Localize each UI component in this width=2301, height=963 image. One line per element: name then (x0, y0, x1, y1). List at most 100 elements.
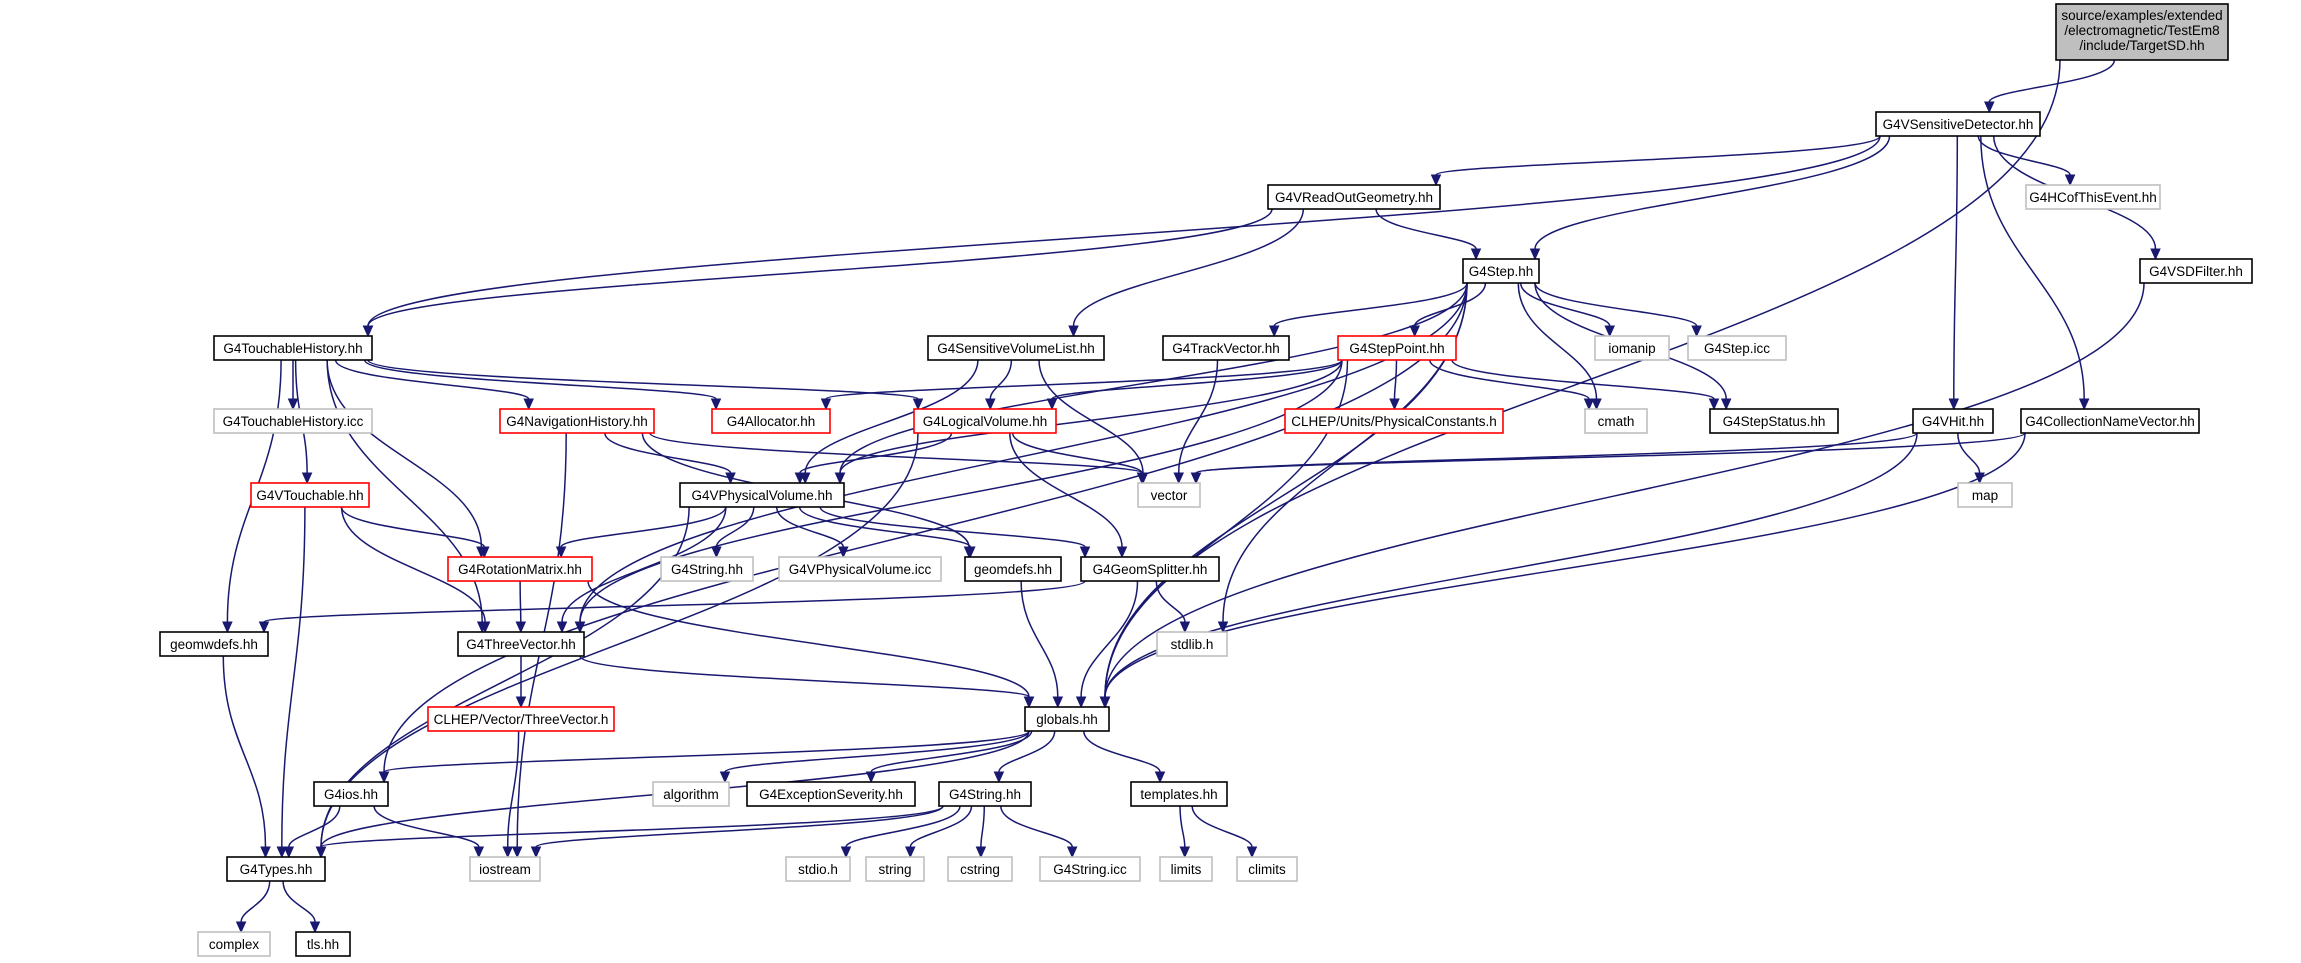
node-vhit[interactable]: G4VHit.hh (1912, 408, 1994, 434)
node-g4ios[interactable]: G4ios.hh (313, 781, 389, 807)
edge-steppoint-to-physconst (1389, 359, 1400, 411)
edge-line (649, 432, 1143, 474)
node-label: G4Types.hh (240, 862, 313, 877)
node-allocator[interactable]: G4Allocator.hh (711, 408, 831, 434)
node-label: complex (209, 937, 260, 952)
node-geomwdefs[interactable]: geomwdefs.hh (159, 631, 269, 657)
edge-g4string-to-g4types (315, 805, 944, 859)
node-trackvec[interactable]: G4TrackVector.hh (1162, 335, 1290, 361)
node-complex: complex (197, 931, 271, 957)
node-g4string[interactable]: G4String.hh (938, 781, 1032, 807)
node-box (159, 631, 269, 657)
edge-line (715, 506, 755, 548)
node-step[interactable]: G4Step.hh (1462, 258, 1540, 284)
node-physconst[interactable]: CLHEP/Units/PhysicalConstants.h (1284, 408, 1504, 434)
node-box (1267, 184, 1441, 210)
node-sdfilter[interactable]: G4VSDFilter.hh (2139, 258, 2253, 284)
edge-readout-to-sensvollist (1068, 208, 1305, 338)
edge-threevec-to-globals (579, 655, 1035, 709)
node-g4types[interactable]: G4Types.hh (226, 856, 326, 882)
edge-line (340, 506, 486, 548)
node-stdio: stdio.h (785, 856, 851, 882)
node-tls[interactable]: tls.hh (295, 931, 351, 957)
node-label: string (878, 862, 911, 877)
node-label: limits (1171, 862, 1202, 877)
node-box (1912, 408, 1994, 434)
node-box (1594, 335, 1670, 361)
node-iostream: iostream (469, 856, 541, 882)
node-sensvollist[interactable]: G4SensitiveVolumeList.hh (927, 335, 1105, 361)
node-collname[interactable]: G4CollectionNameVector.hh (2020, 408, 2200, 434)
edge-line (334, 359, 530, 400)
edge-line (561, 506, 727, 623)
edge-line (1195, 432, 2026, 474)
node-navhist[interactable]: G4NavigationHistory.hh (499, 408, 655, 434)
edge-g4ios-to-iostream (373, 805, 485, 859)
edge-line (222, 655, 267, 848)
node-label: G4HCofThisEvent.hh (2029, 190, 2157, 205)
node-label: G4VSensitiveDetector.hh (1883, 117, 2034, 132)
edge-line (1051, 359, 1343, 400)
arrowhead-icon (794, 472, 806, 485)
node-globals[interactable]: globals.hh (1024, 706, 1110, 732)
node-logvol[interactable]: G4LogicalVolume.hh (913, 408, 1057, 434)
node-geomsplitter[interactable]: G4GeomSplitter.hh (1080, 556, 1220, 582)
node-label: G4VPhysicalVolume.hh (691, 488, 832, 503)
arrowhead-icon (1079, 546, 1091, 559)
node-g4stringicc: G4String.icc (1039, 856, 1141, 882)
edge-line (373, 805, 480, 848)
node-templates[interactable]: templates.hh (1130, 781, 1228, 807)
node-box (865, 856, 925, 882)
arrowhead-icon (912, 398, 924, 411)
node-box (1162, 335, 1290, 361)
arrowhead-icon (840, 846, 852, 859)
node-physvol[interactable]: G4VPhysicalVolume.hh (679, 482, 845, 508)
node-label: G4String.icc (1053, 862, 1127, 877)
node-excsev[interactable]: G4ExceptionSeverity.hh (746, 781, 916, 807)
edge-physvol-to-physvolicc (775, 506, 849, 559)
node-steppoint[interactable]: G4StepPoint.hh (1337, 335, 1457, 361)
node-label: vector (1151, 488, 1188, 503)
arrowhead-icon (905, 846, 916, 859)
node-touchhist[interactable]: G4TouchableHistory.hh (213, 335, 373, 361)
edge-line (1957, 432, 1981, 474)
edge-line (579, 359, 1343, 623)
node-threevec[interactable]: G4ThreeVector.hh (457, 631, 585, 657)
node-box (1137, 482, 1201, 508)
node-clhepthreevec[interactable]: CLHEP/Vector/ThreeVector.h (427, 706, 615, 732)
node-label: G4Allocator.hh (727, 414, 816, 429)
node-box (427, 706, 615, 732)
node-label: G4ExceptionSeverity.hh (759, 787, 903, 802)
arrowhead-icon (1529, 248, 1541, 261)
arrowhead-icon (473, 846, 485, 859)
node-vtouchable[interactable]: G4VTouchable.hh (250, 482, 370, 508)
arrowhead-icon (1046, 398, 1058, 411)
arrowhead-icon (1604, 325, 1615, 338)
edge-line (845, 805, 961, 848)
edge-sensdet-to-readout (1430, 135, 1881, 187)
edge-clhepthreevec-to-iostream (502, 730, 520, 859)
node-box (1024, 706, 1110, 732)
arrowhead-icon (2150, 248, 2161, 261)
edge-line (1519, 282, 1611, 327)
node-label: globals.hh (1036, 712, 1098, 727)
edge-globals-to-g4string (993, 730, 1056, 784)
edge-geomsplitter-to-geomwdefs (258, 580, 1086, 634)
edge-line (804, 359, 979, 474)
edge-sensdet-to-collname (1980, 135, 2090, 411)
arrowhead-icon (283, 846, 295, 859)
node-root[interactable]: source/examples/extended/electromagnetic… (2055, 3, 2229, 61)
node-geomdefs[interactable]: geomdefs.hh (964, 556, 1062, 582)
node-sensdet[interactable]: G4VSensitiveDetector.hh (1875, 111, 2041, 137)
node-readout[interactable]: G4VReadOutGeometry.hh (1267, 184, 1441, 210)
node-stepstatus[interactable]: G4StepStatus.hh (1709, 408, 1839, 434)
edge-line (724, 730, 1030, 773)
node-rotmat[interactable]: G4RotationMatrix.hh (447, 556, 593, 582)
node-box (938, 781, 1032, 807)
edge-root-to-sensdet (1984, 59, 2116, 114)
arrowhead-icon (711, 546, 722, 559)
node-box (457, 631, 585, 657)
node-cmath: cmath (1584, 408, 1648, 434)
arrowhead-icon (556, 621, 568, 634)
node-box (927, 335, 1105, 361)
